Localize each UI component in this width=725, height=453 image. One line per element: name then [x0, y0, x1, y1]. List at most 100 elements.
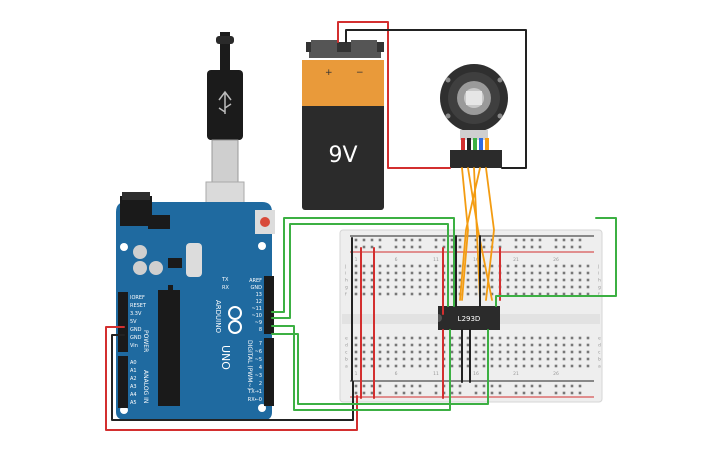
breadboard-hole[interactable]: [554, 391, 558, 395]
breadboard-hole[interactable]: [410, 292, 414, 296]
breadboard-hole[interactable]: [546, 343, 550, 347]
breadboard-hole[interactable]: [482, 357, 486, 361]
breadboard-hole[interactable]: [362, 364, 366, 368]
breadboard-hole[interactable]: [418, 336, 422, 340]
breadboard-hole[interactable]: [450, 245, 454, 249]
breadboard-hole[interactable]: [386, 285, 390, 289]
breadboard-hole[interactable]: [514, 264, 518, 268]
breadboard-hole[interactable]: [402, 238, 406, 242]
breadboard-hole[interactable]: [458, 336, 462, 340]
breadboard-hole[interactable]: [410, 264, 414, 268]
breadboard-hole[interactable]: [394, 343, 398, 347]
breadboard-hole[interactable]: [506, 264, 510, 268]
breadboard-hole[interactable]: [514, 278, 518, 282]
breadboard-hole[interactable]: [514, 271, 518, 275]
breadboard-hole[interactable]: [570, 264, 574, 268]
breadboard-hole[interactable]: [490, 292, 494, 296]
breadboard-hole[interactable]: [378, 285, 382, 289]
breadboard-hole[interactable]: [418, 278, 422, 282]
breadboard-hole[interactable]: [458, 343, 462, 347]
breadboard-hole[interactable]: [498, 357, 502, 361]
breadboard-hole[interactable]: [474, 364, 478, 368]
breadboard-hole[interactable]: [514, 336, 518, 340]
breadboard-hole[interactable]: [354, 364, 358, 368]
breadboard-hole[interactable]: [378, 292, 382, 296]
breadboard-hole[interactable]: [402, 364, 406, 368]
breadboard-hole[interactable]: [450, 264, 454, 268]
breadboard-hole[interactable]: [418, 364, 422, 368]
breadboard-hole[interactable]: [458, 271, 462, 275]
breadboard-hole[interactable]: [442, 238, 446, 242]
breadboard-hole[interactable]: [490, 343, 494, 347]
breadboard-hole[interactable]: [514, 364, 518, 368]
breadboard-hole[interactable]: [546, 292, 550, 296]
breadboard-hole[interactable]: [578, 391, 582, 395]
breadboard-hole[interactable]: [586, 285, 590, 289]
breadboard-hole[interactable]: [562, 238, 566, 242]
breadboard-hole[interactable]: [386, 364, 390, 368]
breadboard-hole[interactable]: [458, 264, 462, 268]
breadboard-hole[interactable]: [530, 271, 534, 275]
breadboard-hole[interactable]: [378, 364, 382, 368]
breadboard-hole[interactable]: [586, 357, 590, 361]
breadboard-hole[interactable]: [514, 384, 518, 388]
breadboard-hole[interactable]: [554, 285, 558, 289]
breadboard-hole[interactable]: [530, 238, 534, 242]
breadboard-hole[interactable]: [554, 357, 558, 361]
breadboard-hole[interactable]: [522, 264, 526, 268]
battery-9v[interactable]: + − 9V: [302, 40, 384, 210]
breadboard-hole[interactable]: [354, 285, 358, 289]
breadboard-hole[interactable]: [402, 278, 406, 282]
breadboard-hole[interactable]: [506, 292, 510, 296]
breadboard-hole[interactable]: [354, 278, 358, 282]
breadboard-hole[interactable]: [394, 357, 398, 361]
breadboard-hole[interactable]: [522, 357, 526, 361]
breadboard-hole[interactable]: [386, 271, 390, 275]
breadboard-hole[interactable]: [506, 271, 510, 275]
breadboard-hole[interactable]: [490, 336, 494, 340]
breadboard-hole[interactable]: [554, 384, 558, 388]
breadboard-hole[interactable]: [474, 238, 478, 242]
breadboard-hole[interactable]: [426, 336, 430, 340]
breadboard-hole[interactable]: [570, 350, 574, 354]
breadboard-hole[interactable]: [546, 271, 550, 275]
breadboard-hole[interactable]: [354, 271, 358, 275]
breadboard-hole[interactable]: [538, 278, 542, 282]
breadboard-hole[interactable]: [506, 278, 510, 282]
breadboard-hole[interactable]: [554, 238, 558, 242]
breadboard-hole[interactable]: [474, 357, 478, 361]
breadboard-hole[interactable]: [562, 285, 566, 289]
breadboard-hole[interactable]: [394, 278, 398, 282]
breadboard-hole[interactable]: [426, 285, 430, 289]
breadboard-hole[interactable]: [482, 292, 486, 296]
breadboard-hole[interactable]: [450, 278, 454, 282]
breadboard-hole[interactable]: [530, 285, 534, 289]
breadboard-hole[interactable]: [434, 391, 438, 395]
breadboard-hole[interactable]: [482, 384, 486, 388]
breadboard-hole[interactable]: [434, 292, 438, 296]
breadboard-hole[interactable]: [378, 245, 382, 249]
breadboard-hole[interactable]: [418, 271, 422, 275]
breadboard-hole[interactable]: [554, 292, 558, 296]
breadboard-hole[interactable]: [418, 357, 422, 361]
breadboard-hole[interactable]: [434, 336, 438, 340]
breadboard-hole[interactable]: [578, 292, 582, 296]
breadboard-hole[interactable]: [410, 238, 414, 242]
breadboard-hole[interactable]: [514, 343, 518, 347]
breadboard-hole[interactable]: [482, 364, 486, 368]
breadboard-hole[interactable]: [474, 391, 478, 395]
breadboard-hole[interactable]: [554, 278, 558, 282]
breadboard-hole[interactable]: [530, 278, 534, 282]
breadboard-hole[interactable]: [474, 343, 478, 347]
breadboard-hole[interactable]: [538, 357, 542, 361]
breadboard-hole[interactable]: [514, 357, 518, 361]
breadboard-hole[interactable]: [410, 271, 414, 275]
breadboard-hole[interactable]: [402, 285, 406, 289]
breadboard-hole[interactable]: [530, 292, 534, 296]
breadboard-hole[interactable]: [370, 271, 374, 275]
breadboard-hole[interactable]: [570, 384, 574, 388]
breadboard-hole[interactable]: [586, 350, 590, 354]
breadboard-hole[interactable]: [578, 336, 582, 340]
breadboard-hole[interactable]: [538, 364, 542, 368]
breadboard-hole[interactable]: [362, 350, 366, 354]
